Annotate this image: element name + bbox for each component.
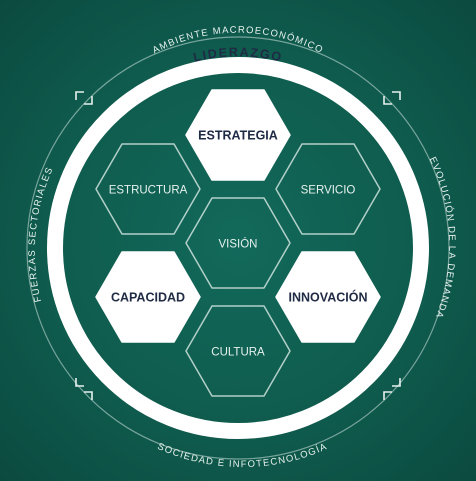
hexagon-label: CAPACIDAD (111, 291, 185, 305)
hexagon-label: ESTRATEGIA (198, 129, 278, 143)
bracket-top-left-icon (75, 91, 93, 105)
hexagon-grid: ESTRATEGIA ESTRUCTURA SERVICIO VISIÓN CAPACI… (95, 89, 381, 397)
corner-brackets (75, 91, 401, 400)
hexagon-label: VISIÓN (219, 238, 258, 251)
hexagon-shape (275, 143, 381, 235)
hexagon-shape (185, 89, 291, 181)
hexagon-center: VISIÓN (185, 197, 291, 289)
leadership-ring-label: LIDERAZGO (192, 45, 284, 64)
hexagon-shape (95, 251, 201, 343)
outer-ring (26, 36, 450, 460)
leadership-ring (47, 57, 429, 439)
bracket-top-right-icon (383, 91, 401, 105)
hexagon-bottom: CULTURA (185, 305, 291, 397)
outer-ring-label-bottom: SOCIEDAD E INFOTECNOLOGÍA (156, 441, 330, 470)
hexagon-label: ESTRUCTURA (109, 185, 188, 197)
hexagon-label: SERVICIO (301, 185, 356, 197)
hexagon-shape (185, 197, 291, 289)
hexagon-lower-right: INNOVACIÓN (275, 251, 381, 343)
hexagon-shape (275, 251, 381, 343)
hexagon-upper-left: ESTRUCTURA (95, 143, 201, 235)
bracket-bottom-right-icon (383, 378, 401, 400)
hexagon-label: INNOVACIÓN (289, 290, 368, 305)
hexagon-label: CULTURA (211, 347, 265, 359)
hexagon-shape (185, 305, 291, 397)
outer-ring-label-right: EVOLUCIÓN DE LA DEMANDA (427, 155, 458, 320)
hexagon-shape (95, 143, 201, 235)
hexagon-top: ESTRATEGIA (185, 89, 291, 181)
hexagon-upper-right: SERVICIO (275, 143, 381, 235)
bracket-bottom-left-icon (75, 378, 93, 400)
hexagon-lower-left: CAPACIDAD (95, 251, 201, 343)
